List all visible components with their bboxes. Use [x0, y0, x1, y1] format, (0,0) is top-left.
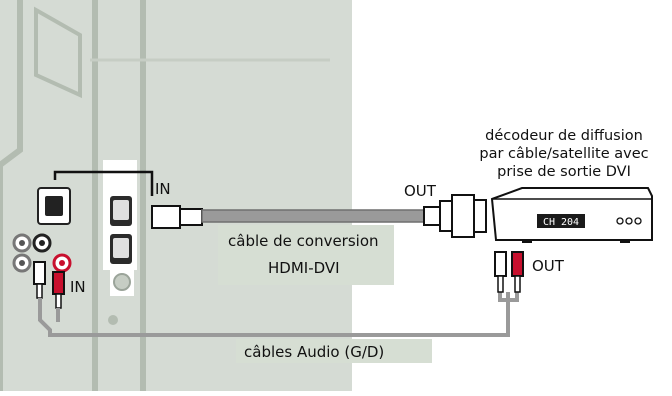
device-description-line2: par câble/satellite avec — [479, 146, 649, 162]
set-top-box — [490, 187, 653, 243]
tv-hdmi-side-jack — [37, 187, 71, 225]
video-cable-label-line2: HDMI-DVI — [268, 259, 340, 277]
video-cable — [201, 209, 425, 223]
device-rca-plugs — [494, 251, 524, 293]
device-video-out-label: OUT — [404, 182, 436, 200]
audio-cable — [38, 292, 510, 337]
device-audio-out-label: OUT — [532, 257, 564, 275]
tv-rca-plugs — [33, 261, 65, 309]
device-description-line3: prise de sortie DVI — [497, 164, 631, 180]
tv-hdmi-in-label: IN — [155, 180, 171, 198]
dvi-plug — [423, 194, 487, 238]
audio-cable-label: câbles Audio (G/D) — [244, 343, 385, 361]
device-display-text: CH 204 — [543, 217, 579, 228]
tv-audio-in-label: IN — [70, 278, 86, 296]
tv-hdmi-area — [103, 160, 137, 296]
device-description-line1: décodeur de diffusion — [485, 128, 643, 144]
audio-cable-label-bg — [236, 339, 432, 363]
video-cable-label-line1: câble de conversion — [228, 232, 379, 250]
video-cable-label-bg — [218, 225, 394, 285]
hdmi-plug — [151, 205, 203, 229]
